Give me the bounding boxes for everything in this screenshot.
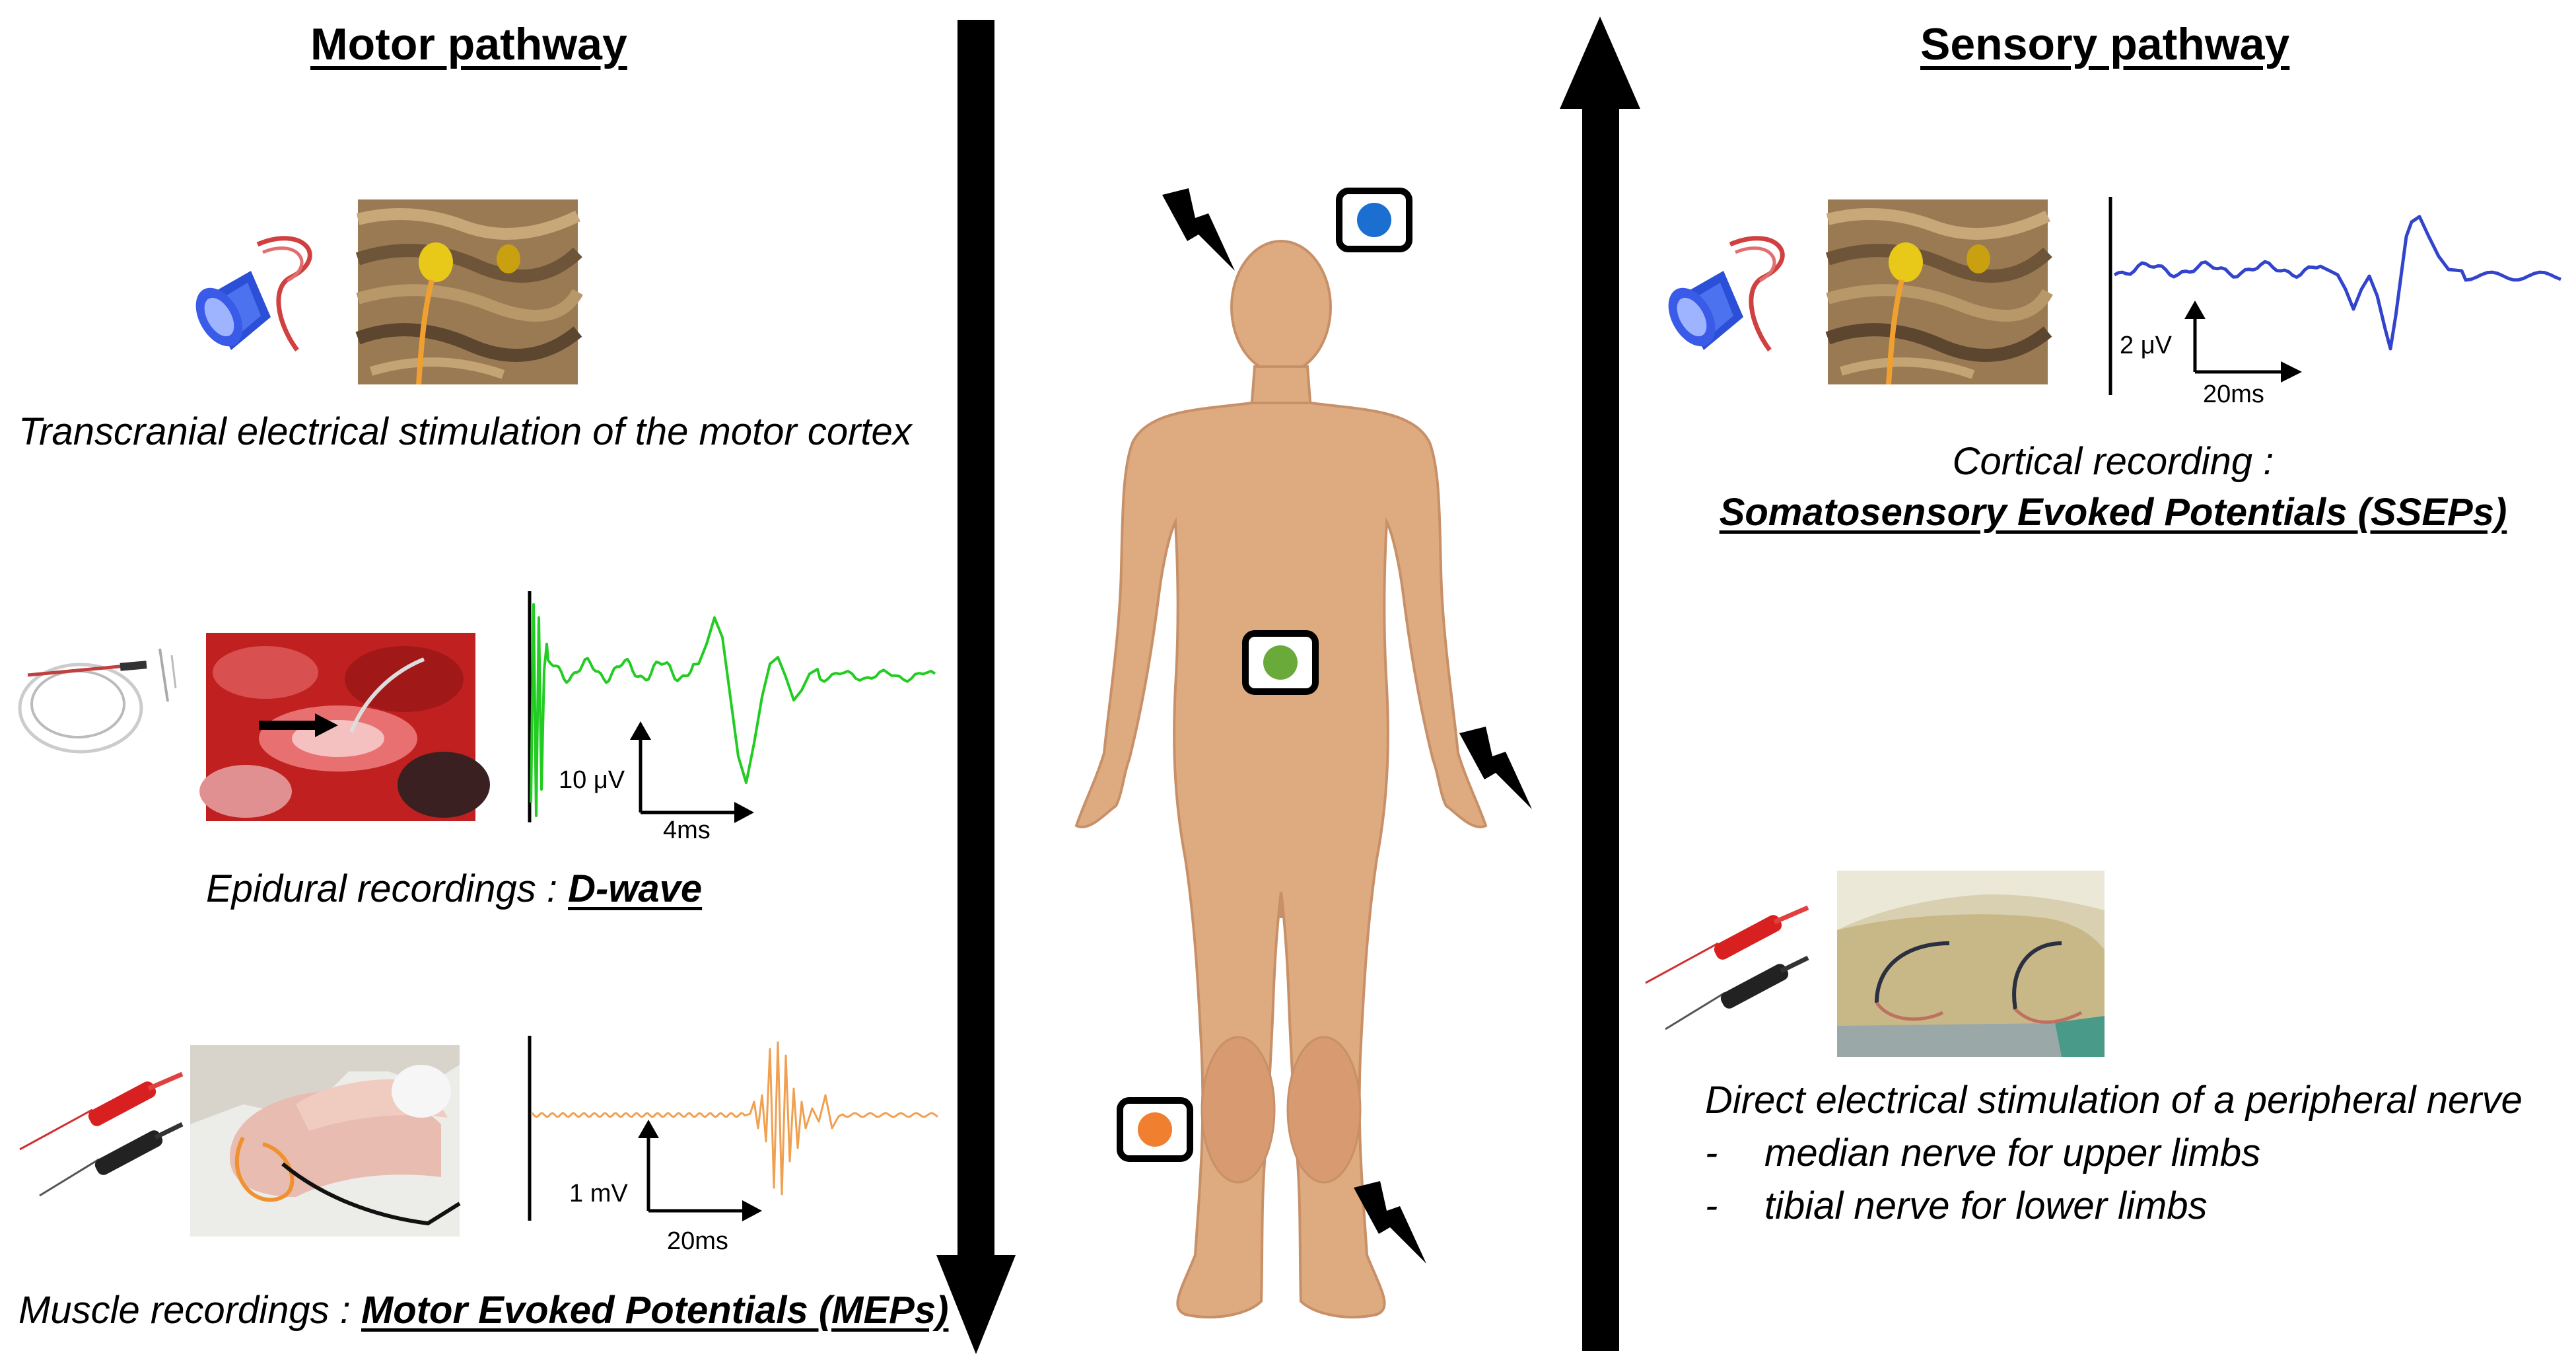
mep-caption: Muscle recordings : Motor Evoked Potenti… <box>18 1288 948 1332</box>
muscle-recording-photo <box>190 1045 461 1237</box>
dwave-scale-voltage: 10 μV <box>559 766 625 794</box>
epidural-electrode-icon <box>18 648 177 754</box>
dwave-caption: Epidural recordings : D-wave <box>206 867 702 911</box>
mep-caption-emph: Motor Evoked Potentials (MEPs) <box>361 1289 949 1332</box>
sensory-up-arrow <box>1560 17 1640 1351</box>
nerve-stim-item-1: - median nerve for upper limbs <box>1705 1131 2260 1175</box>
ssep-scale-time: 20ms <box>2203 380 2264 408</box>
lightning-bolt-wrist-icon <box>1459 727 1532 809</box>
dwave-scale-time: 4ms <box>663 816 711 844</box>
lightning-bolt-ankle-icon <box>1354 1181 1426 1264</box>
motor-down-arrow <box>936 20 1016 1354</box>
mep-scale-bar <box>638 1120 762 1221</box>
human-body-figure <box>1074 240 1488 1318</box>
dwave-trace <box>528 591 936 822</box>
motor-pathway-title: Motor pathway <box>310 19 627 69</box>
mep-scale-time: 20ms <box>667 1227 728 1255</box>
recording-marker-spine <box>1242 630 1319 695</box>
nerve-stim-item-2: - tibial nerve for lower limbs <box>1705 1184 2207 1228</box>
nerve-stim-item-1-text: median nerve for upper limbs <box>1764 1132 2261 1174</box>
list-dash: - <box>1705 1184 1718 1227</box>
recording-marker-head <box>1336 188 1412 252</box>
ssep-caption-line2: Somatosensory Evoked Potentials (SSEPs) <box>1651 490 2575 534</box>
recording-marker-leg <box>1117 1097 1193 1162</box>
sensory-pathway-title: Sensory pathway <box>1920 19 2290 69</box>
ssep-scale-voltage: 2 μV <box>2120 332 2172 359</box>
tes-caption: Transcranial electrical stimulation of t… <box>18 410 912 453</box>
ssep-scale-bar <box>2184 301 2302 382</box>
nerve-stim-item-2-text: tibial nerve for lower limbs <box>1764 1184 2208 1227</box>
tes-scalp-photo <box>355 199 583 385</box>
ssep-stimulator-icon <box>1668 236 1785 352</box>
list-dash: - <box>1705 1132 1718 1174</box>
mep-trace <box>528 1036 938 1221</box>
mep-caption-prefix: Muscle recordings : <box>18 1289 361 1332</box>
mep-scale-voltage: 1 mV <box>569 1180 628 1207</box>
needle-electrodes-icon-motor <box>19 1071 184 1197</box>
dwave-caption-emph: D-wave <box>568 867 703 910</box>
peripheral-nerve-photo <box>1837 871 2105 1057</box>
ssep-trace <box>2108 197 2561 395</box>
nerve-stim-caption: Direct electrical stimulation of a perip… <box>1705 1079 2523 1122</box>
ssep-caption-emph: Somatosensory Evoked Potentials (SSEPs) <box>1719 491 2507 534</box>
dwave-caption-prefix: Epidural recordings : <box>206 867 569 910</box>
needle-electrodes-icon-sensory <box>1645 905 1809 1030</box>
epidural-surgery-photo <box>199 633 490 821</box>
tes-stimulator-icon <box>195 236 312 352</box>
ssep-caption-line1: Cortical recording : <box>1952 440 2274 483</box>
dwave-scale-bar <box>630 721 754 823</box>
lightning-bolt-head-icon <box>1162 188 1235 271</box>
ssep-scalp-photo <box>1825 199 2053 385</box>
